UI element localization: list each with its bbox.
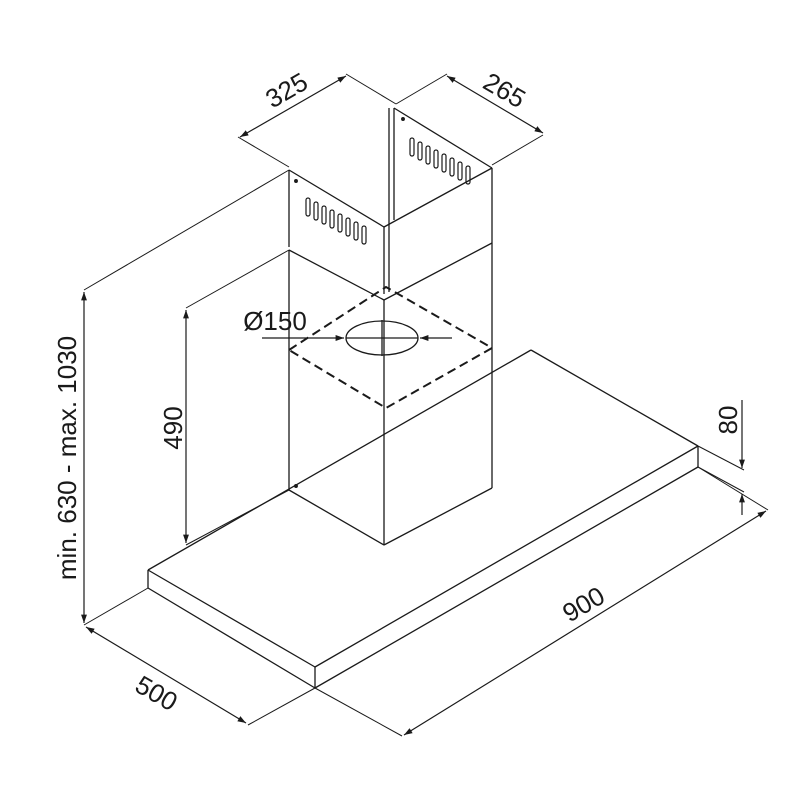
label-265: 265 (478, 66, 531, 114)
lower-chimney (288, 242, 493, 546)
extension-lines (83, 73, 769, 737)
label-80: 80 (713, 406, 743, 435)
label-150: Ø150 (243, 306, 307, 336)
upper-chimney (288, 107, 493, 294)
dim-line-265 (446, 75, 544, 134)
canopy (147, 349, 699, 689)
vent-slots-left (305, 197, 367, 245)
label-900: 900 (557, 580, 610, 628)
label-total-height: min. 630 - max. 1030 (52, 336, 82, 580)
label-490: 490 (158, 406, 188, 449)
label-325: 325 (260, 66, 313, 114)
dimension-lines (81, 75, 767, 736)
dim-line-900 (403, 510, 767, 736)
duct-cutout (288, 286, 493, 409)
label-500: 500 (130, 669, 183, 717)
vent-slots-back (409, 137, 471, 185)
duct-outlet (345, 320, 419, 356)
dim-line-500 (85, 626, 247, 724)
dim-line-325 (239, 75, 347, 138)
